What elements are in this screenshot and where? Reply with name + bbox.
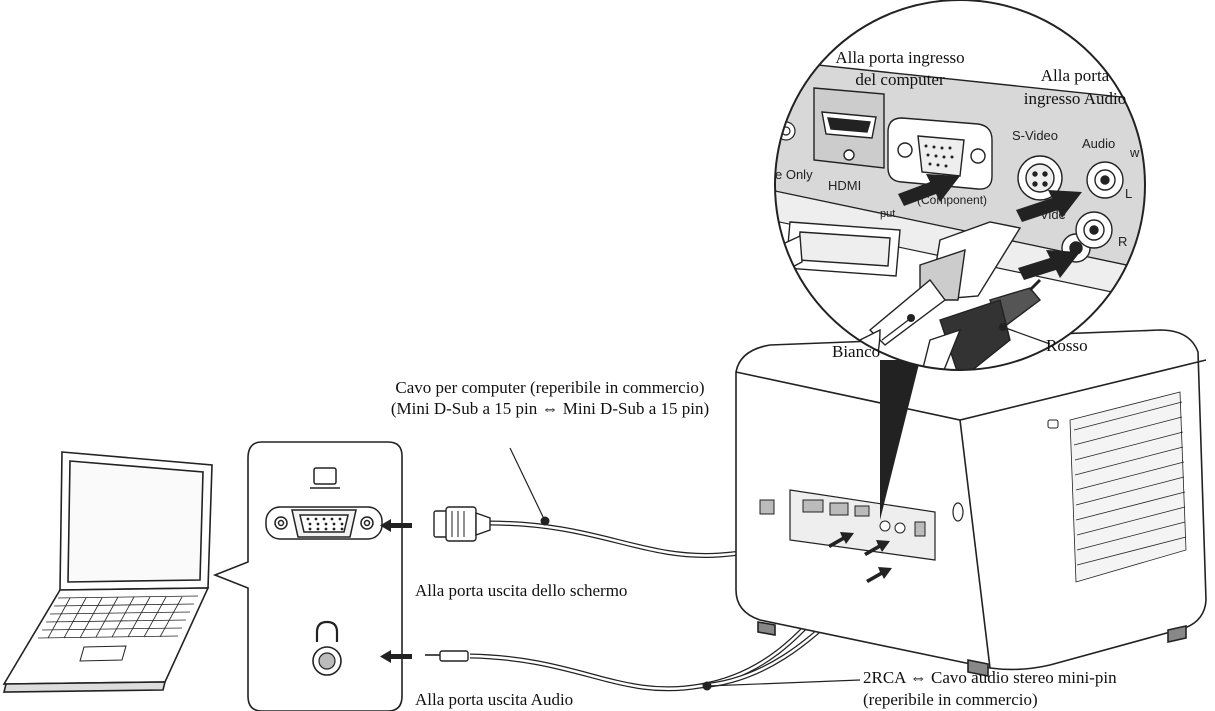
port-label-left: L (1125, 186, 1132, 201)
computer-input-label-line1: Alla porta ingresso (810, 48, 990, 68)
port-label-video: Vide (1040, 207, 1066, 222)
hdmi-port (814, 88, 884, 168)
audio-cable-label-line1: 2RCA ⇔ Cavo audio stereo mini-pin (863, 668, 1117, 688)
port-label-only: e Only (775, 167, 813, 182)
computer-input-label-line2: del computer (810, 70, 990, 90)
screen-output-label: Alla porta uscita dello schermo (415, 581, 627, 601)
laptop-port-panel (215, 442, 402, 711)
port-label-component: (Component) (917, 193, 987, 207)
audio-cable-label-line2: (reperibile in commercio) (863, 690, 1038, 710)
port-label-w: w (1130, 145, 1139, 160)
vga-port-laptop (266, 507, 382, 539)
port-label-s-video: S-Video (1012, 128, 1058, 143)
red-plug-label: Rosso (1046, 336, 1088, 356)
port-label-right: R (1118, 234, 1127, 249)
computer-cable-label-line2: (Mini D-Sub a 15 pin ⇔ Mini D-Sub a 15 p… (380, 399, 720, 419)
port-label-hdmi: HDMI (828, 178, 861, 193)
audio-output-label: Alla porta uscita Audio (415, 690, 573, 710)
audio-port-left (1087, 162, 1123, 198)
audio-port-right (1076, 212, 1112, 248)
projector-illustration (736, 330, 1206, 676)
computer-cable-label-line1: Cavo per computer (reperibile in commerc… (380, 378, 720, 398)
port-label-input: put (880, 208, 895, 220)
port-label-audio: Audio (1082, 136, 1115, 151)
audio-jack-laptop (313, 647, 341, 675)
vent-grille (1070, 392, 1186, 582)
audio-input-label-line1: Alla porta (1005, 66, 1145, 86)
laptop-illustration (4, 452, 212, 692)
white-plug-label: Bianco (832, 342, 880, 362)
audio-input-label-line2: ingresso Audio (1000, 89, 1150, 109)
